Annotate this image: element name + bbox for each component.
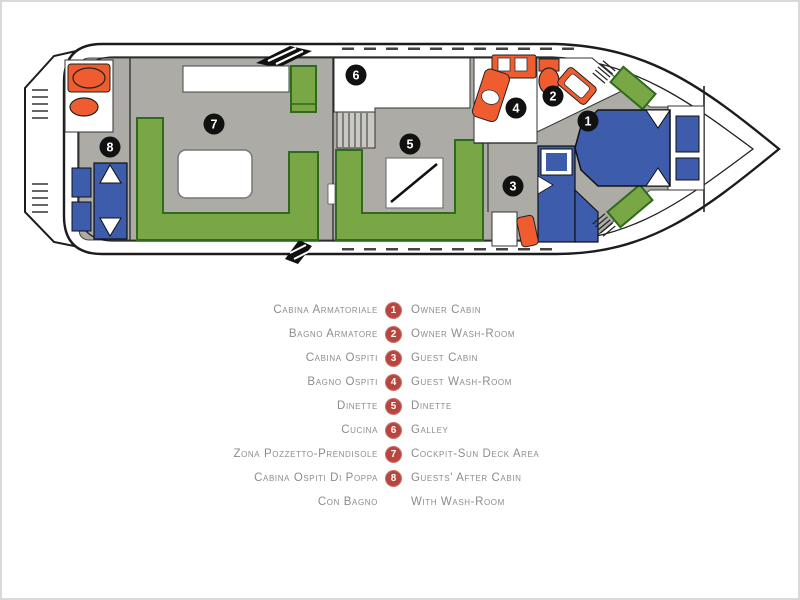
legend-badge: 8 xyxy=(385,469,402,487)
plan-badge-5 xyxy=(399,133,421,155)
cockpit-sunpad xyxy=(182,65,290,93)
legend-badge: 6 xyxy=(385,421,402,439)
legend-badge: 5 xyxy=(385,397,402,415)
rail-dashes xyxy=(342,47,574,251)
bow-bench-bottom xyxy=(606,183,654,229)
legend-badge: 4 xyxy=(385,373,402,391)
cockpit-sofa xyxy=(136,117,319,241)
platform-steps-top xyxy=(32,89,48,119)
plan-badge-number: 8 xyxy=(107,141,114,155)
legend-row: Con Bagno With Wash-Room xyxy=(150,490,661,514)
legend-label-italian: Bagno Armatore xyxy=(288,328,378,340)
legend-label-english: Cockpit-Sun Deck Area xyxy=(411,448,540,460)
plan-badge-number: 4 xyxy=(513,102,520,116)
aft-cabin-bathroom xyxy=(64,59,114,133)
plan-badges: 1 2 3 4 5 6 7 8 xyxy=(99,64,599,197)
deck-plan: 1 2 3 4 5 6 7 8 xyxy=(0,0,800,280)
plan-badge-number: 3 xyxy=(510,180,517,194)
legend-row: Zona Pozzetto-Prendisole 7 Cockpit-Sun Dec… xyxy=(150,442,661,466)
plan-badge-7 xyxy=(203,113,225,135)
legend-badge: 2 xyxy=(385,325,402,343)
plan-badge-2 xyxy=(542,85,564,107)
plan-badge-3 xyxy=(502,175,524,197)
plan-badge-number: 6 xyxy=(353,69,360,83)
legend-label-english: Dinette xyxy=(411,400,452,412)
plan-badge-number: 2 xyxy=(550,90,557,104)
gunwale-hatch-bottom xyxy=(285,240,312,264)
legend-label-english: Guest Wash-Room xyxy=(411,376,513,388)
owner-cabin-bed xyxy=(574,109,671,187)
legend-row: Bagno Armatore 2 Owner Wash-Room xyxy=(150,322,661,346)
legend-label-english: With Wash-Room xyxy=(411,496,505,508)
bow-hash-top xyxy=(592,60,616,84)
legend-row: Bagno Ospiti 4 Guest Wash-Room xyxy=(150,370,661,394)
bow-bench-top xyxy=(609,65,657,111)
guest-washroom xyxy=(471,54,538,144)
plan-badge-number: 7 xyxy=(211,118,218,132)
aft-cabin-bed xyxy=(71,162,128,240)
legend-label-italian: Bagno Ospiti xyxy=(307,376,378,388)
legend-row: Cabina Ospiti Di Poppa 8 Guests' After Cab… xyxy=(150,466,661,490)
sink-fixture xyxy=(69,97,99,117)
plan-badge-1 xyxy=(577,110,599,132)
dinette-sofa xyxy=(335,139,484,241)
dinette-table xyxy=(385,157,444,209)
platform-steps-bottom xyxy=(32,183,48,213)
guest-cabin-bed xyxy=(537,145,599,243)
plan-badge-4 xyxy=(505,97,527,119)
owner-cabin-nightstands xyxy=(675,115,700,181)
legend-badge: 7 xyxy=(385,445,402,463)
cockpit-bench xyxy=(290,65,317,113)
legend-row: Dinette 5 Dinette xyxy=(150,394,661,418)
legend-label-italian: Dinette xyxy=(337,400,378,412)
bow-hash-bottom xyxy=(592,213,616,237)
plan-badge-number: 1 xyxy=(585,115,592,129)
legend-row: Cabina Armatoriale 1 Owner Cabin xyxy=(150,298,661,322)
legend-label-italian: Con Bagno xyxy=(317,496,378,508)
cockpit-table xyxy=(177,149,253,199)
galley-counter xyxy=(333,57,471,113)
legend-label-english: Guests' After Cabin xyxy=(411,472,522,484)
legend-row: Cucina 6 Galley xyxy=(150,418,661,442)
legend-label-italian: Cabina Armatoriale xyxy=(273,304,378,316)
plan-badge-6 xyxy=(345,64,367,86)
legend-label-italian: Cucina xyxy=(341,424,378,436)
legend-label-english: Guest Cabin xyxy=(411,352,479,364)
saloon-door xyxy=(327,183,336,205)
legend-label-italian: Zona Pozzetto-Prendisole xyxy=(233,448,378,460)
gunwale-hatch-top xyxy=(256,46,312,68)
legend-label-italian: Cabina Ospiti xyxy=(305,352,378,364)
companionway-steps xyxy=(336,111,376,149)
deck-plan-svg: 1 2 3 4 5 6 7 8 xyxy=(24,42,781,264)
plan-badge-number: 5 xyxy=(407,138,414,152)
legend-label-english: Owner Cabin xyxy=(411,304,482,316)
legend-row: Cabina Ospiti 3 Guest Cabin xyxy=(150,346,661,370)
guest-cabin-seat xyxy=(516,214,539,248)
owner-washroom xyxy=(536,57,629,133)
legend-label-italian: Cabina Ospiti Di Poppa xyxy=(254,472,378,484)
plan-badge-8 xyxy=(99,136,121,158)
legend-badge: 1 xyxy=(385,301,402,319)
legend-label-english: Galley xyxy=(411,424,449,436)
legend-badge: 3 xyxy=(385,349,402,367)
legend-label-english: Owner Wash-Room xyxy=(411,328,516,340)
guest-cabin-cabinet xyxy=(491,211,518,247)
